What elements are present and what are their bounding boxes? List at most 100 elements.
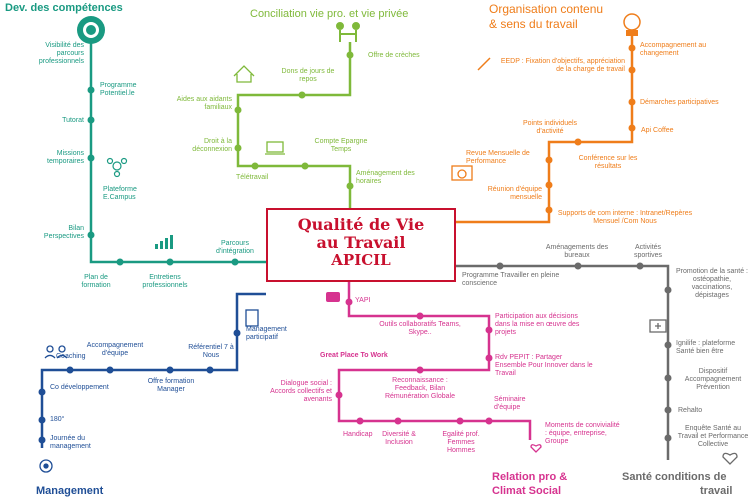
station-rel-pepit bbox=[485, 354, 493, 362]
sante-item-activites: Activités sportives bbox=[633, 244, 662, 259]
station-man-coaching bbox=[66, 366, 74, 374]
dev-item-visibilite: Visibilité des parcours professionnels bbox=[38, 42, 84, 65]
station-concil-deconnexion bbox=[234, 144, 242, 152]
orga-title-1: Organisation contenu bbox=[489, 2, 604, 16]
orga-item-supports: Supports de com interne : Intranet/Repèr… bbox=[557, 210, 693, 225]
orga-item-revue: Revue Mensuelle de Performance bbox=[466, 150, 530, 165]
orga-item-conference: Conférence sur les résultats bbox=[578, 155, 638, 170]
rel-item-participation: Participation aux décisions dans la mise… bbox=[495, 313, 580, 336]
station-sante-activites bbox=[636, 262, 644, 270]
pencil-icon bbox=[477, 57, 491, 71]
house-icon bbox=[233, 65, 255, 83]
station-rel-yapi bbox=[345, 298, 353, 306]
station-dev-missions bbox=[87, 154, 95, 162]
station-concil-teletravail bbox=[251, 162, 259, 170]
dev-item-potentiel: Programme Potentiel.le bbox=[100, 82, 137, 97]
station-concil-dons bbox=[298, 91, 306, 99]
station-orga-coffee bbox=[628, 124, 636, 132]
dev-stations bbox=[87, 86, 239, 266]
station-rel-seminaire bbox=[485, 417, 493, 425]
concil-item-teletravail: Télétravail bbox=[236, 174, 269, 181]
dev-line bbox=[89, 40, 266, 264]
relation-title-2: Climat Social bbox=[492, 485, 562, 497]
rel-item-egalite: Egalité prof. Femmes Hommes bbox=[442, 431, 480, 454]
orga-item-accomp: Accompagnement au changement bbox=[640, 42, 707, 57]
station-dev-parcours bbox=[231, 258, 239, 266]
concil-title: Conciliation vie pro. et vie privée bbox=[250, 8, 409, 20]
dev-item-tutorat: Tutorat bbox=[62, 117, 84, 124]
station-sante-amenagements bbox=[574, 262, 582, 270]
orga-item-reunion: Réunion d'équipe mensuelle bbox=[487, 186, 542, 201]
rel-item-reconnaissance: Reconnaissance : Feedback, Bilan Rémunér… bbox=[384, 377, 456, 400]
station-rel-dialogue bbox=[335, 391, 343, 399]
concil-item-creches: Offre de crèches bbox=[368, 52, 420, 59]
station-dev-tutorat bbox=[87, 116, 95, 124]
station-rel-participation bbox=[485, 326, 493, 334]
dev-item-parcours: Parcours d'intégration bbox=[216, 240, 254, 255]
orga-item-eedp: EEDP : Fixation d'objectifs, appréciatio… bbox=[500, 58, 625, 73]
rel-item-seminaire: Séminaire d'équipe bbox=[494, 396, 526, 411]
dev-item-bilan: Bilan Perspectives bbox=[43, 225, 84, 240]
station-man-codev bbox=[38, 388, 46, 396]
station-orga-reunion bbox=[545, 181, 553, 189]
sante-item-amenagements: Aménagements des bureaux bbox=[545, 244, 609, 259]
dev-title: Dev. des compétences bbox=[5, 2, 123, 14]
center-line-3: APICIL bbox=[331, 251, 391, 269]
orga-item-demarches: Démarches participatives bbox=[640, 99, 719, 106]
center-line-2: au Travail bbox=[316, 233, 406, 252]
station-concil-horaires bbox=[346, 182, 354, 190]
rel-item-pepit: Rdv PEPIT : Partager Ensemble Pour Innov… bbox=[495, 354, 593, 377]
orga-item-points: Points individuels d'activité bbox=[522, 120, 578, 135]
concil-item-cet: Compte Epargne Temps bbox=[314, 138, 368, 153]
rel-item-dialogue: Dialogue social : Accords collectifs et … bbox=[270, 380, 332, 403]
hands-heart-icon bbox=[530, 444, 542, 453]
concil-item-deconnexion: Droit à la déconnexion bbox=[192, 138, 232, 153]
handshake-icon bbox=[336, 22, 360, 42]
station-man-offre bbox=[166, 366, 174, 374]
station-orga-demarches bbox=[628, 98, 636, 106]
station-rel-diversite bbox=[394, 417, 402, 425]
station-dev-plan bbox=[116, 258, 124, 266]
qvt-center-box: Qualité de Vie au Travail APICIL bbox=[266, 208, 456, 282]
concil-line bbox=[236, 42, 352, 208]
man-item-participatif: Management participatif bbox=[246, 326, 287, 341]
relation-line bbox=[337, 282, 532, 440]
sante-item-enquete: Enquête Santé au Travail et Performance … bbox=[677, 425, 749, 448]
orga-item-coffee: Api Coffee bbox=[641, 127, 674, 134]
station-man-180 bbox=[38, 416, 46, 424]
station-dev-bilan bbox=[87, 231, 95, 239]
health-heart-icon bbox=[722, 452, 738, 465]
rel-item-outils: Outils collaboratifs Teams, Skype.. bbox=[379, 321, 461, 336]
rel-item-diversite: Diversité & Inclusion bbox=[382, 431, 416, 446]
station-sante-promotion bbox=[664, 286, 672, 294]
dev-item-plan: Plan de formation bbox=[81, 274, 111, 289]
rel-item-gptw: Great Place To Work bbox=[320, 352, 388, 359]
relation-title-1: Relation pro & bbox=[492, 471, 568, 483]
station-concil-creches bbox=[346, 51, 354, 59]
man-item-journee: Journée du management bbox=[50, 435, 91, 450]
station-rel-reconnaissance bbox=[416, 366, 424, 374]
sante-title-2: travail bbox=[700, 485, 733, 497]
station-concil-aidants bbox=[234, 106, 242, 114]
orga-stations bbox=[545, 44, 636, 214]
station-dev-potentiel bbox=[87, 86, 95, 94]
growth-chart-icon bbox=[155, 235, 173, 249]
target-chart-icon bbox=[451, 165, 473, 181]
laptop-icon bbox=[265, 141, 285, 155]
station-orga-supports bbox=[545, 206, 553, 214]
man-item-coaching: Coaching bbox=[56, 353, 86, 360]
people-network-icon bbox=[106, 157, 128, 178]
dev-item-entretiens: Entretiens professionnels bbox=[142, 274, 188, 289]
sante-stations bbox=[496, 262, 672, 442]
clipboard-icon bbox=[245, 309, 259, 327]
station-sante-programme bbox=[496, 262, 504, 270]
trophy-icon bbox=[623, 13, 641, 36]
sante-item-ignilife: Ignilife : plateforme Santé bien être bbox=[676, 340, 736, 355]
rel-item-yapi: YAPI bbox=[355, 297, 371, 304]
management-line bbox=[40, 292, 266, 448]
management-stations bbox=[38, 329, 241, 444]
concil-item-horaires: Aménagement des horaires bbox=[356, 170, 415, 185]
dev-item-missions: Missions temporaires bbox=[47, 150, 84, 165]
station-sante-enquete bbox=[664, 434, 672, 442]
sante-title-1: Santé conditions de bbox=[622, 471, 727, 483]
